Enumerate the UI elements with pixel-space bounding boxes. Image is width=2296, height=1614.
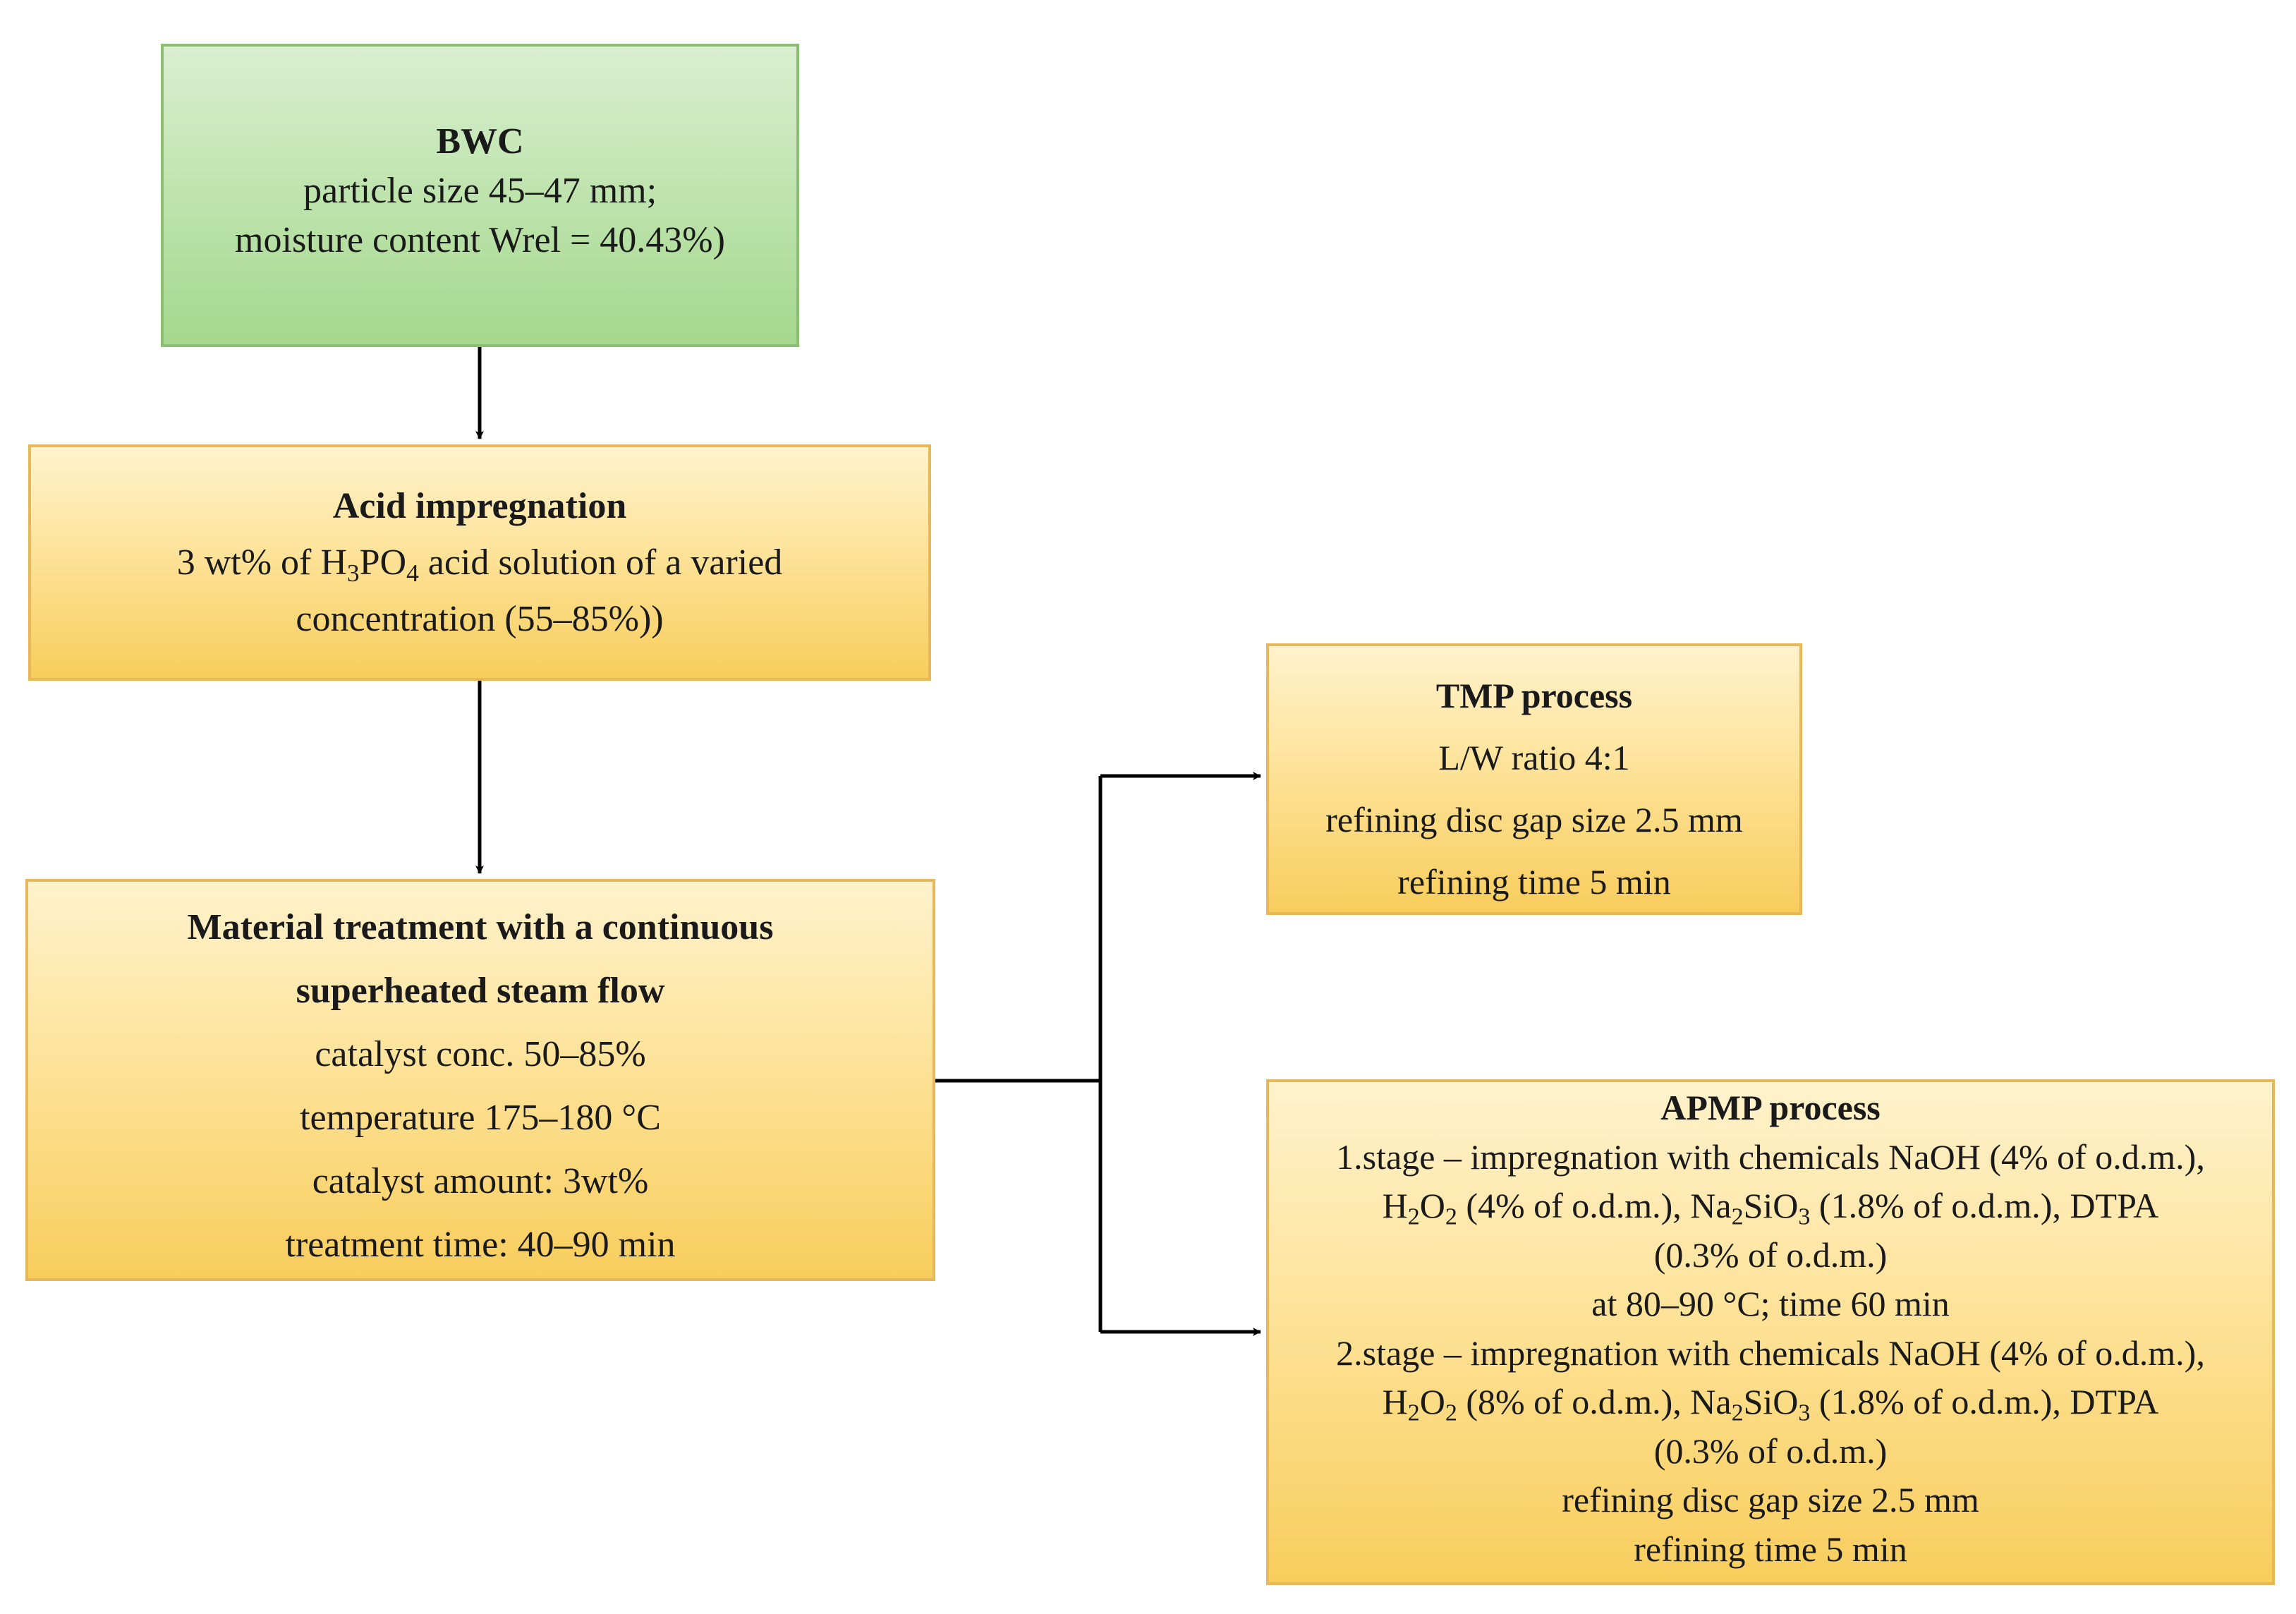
apmp-refining-time: refining time 5 min xyxy=(1634,1529,1907,1569)
apmp-stage1-line3: (0.3% of o.d.m.) xyxy=(1653,1234,1888,1275)
apmp-stage1-line2: H2O2 (4% of o.d.m.), Na2SiO3 (1.8% of o.… xyxy=(1382,1186,2159,1230)
tmp-disc-gap: refining disc gap size 2.5 mm xyxy=(1325,800,1743,839)
apmp-process-box: APMP process 1.stage – impregnation with… xyxy=(1266,1079,2275,1585)
apmp-stage1-line1: 1.stage – impregnation with chemicals Na… xyxy=(1336,1136,2205,1177)
material-temperature: temperature 175–180 °C xyxy=(300,1098,661,1138)
apmp-stage2-line3: (0.3% of o.d.m.) xyxy=(1653,1431,1888,1471)
apmp-process-title: APMP process xyxy=(1660,1088,1881,1127)
bwc-box: BWC particle size 45–47 mm; moisture con… xyxy=(161,44,799,347)
tmp-lw-ratio: L/W ratio 4:1 xyxy=(1438,738,1630,777)
material-catalyst-amount: catalyst amount: 3wt% xyxy=(312,1161,649,1201)
tmp-refining-time: refining time 5 min xyxy=(1397,862,1671,902)
apmp-stage1-line4: at 80–90 °C; time 60 min xyxy=(1591,1284,1950,1323)
acid-impregnation-title: Acid impregnation xyxy=(332,486,627,526)
acid-impregnation-box: Acid impregnation 3 wt% of H3PO4 acid so… xyxy=(28,444,931,681)
apmp-stage2-line2: H2O2 (8% of o.d.m.), Na2SiO3 (1.8% of o.… xyxy=(1382,1382,2159,1426)
material-catalyst-conc: catalyst conc. 50–85% xyxy=(315,1034,646,1074)
material-treatment-box: Material treatment with a continuous sup… xyxy=(25,879,935,1281)
tmp-process-box: TMP process L/W ratio 4:1 refining disc … xyxy=(1266,643,1802,915)
bwc-moisture: moisture content Wrel = 40.43%) xyxy=(235,220,725,260)
apmp-stage2-line1: 2.stage – impregnation with chemicals Na… xyxy=(1336,1333,2205,1373)
material-treatment-title-1: Material treatment with a continuous xyxy=(187,907,774,947)
acid-impregnation-line1: 3 wt% of H3PO4 acid solution of a varied xyxy=(176,542,783,587)
material-treatment-time: treatment time: 40–90 min xyxy=(285,1225,676,1265)
acid-impregnation-line2: concentration (55–85%)) xyxy=(296,599,664,639)
material-treatment-title-2: superheated steam flow xyxy=(296,971,665,1011)
apmp-disc-gap: refining disc gap size 2.5 mm xyxy=(1562,1480,1979,1519)
tmp-process-title: TMP process xyxy=(1435,676,1633,715)
bwc-particle-size: particle size 45–47 mm; xyxy=(303,171,657,211)
bwc-title: BWC xyxy=(436,121,524,162)
